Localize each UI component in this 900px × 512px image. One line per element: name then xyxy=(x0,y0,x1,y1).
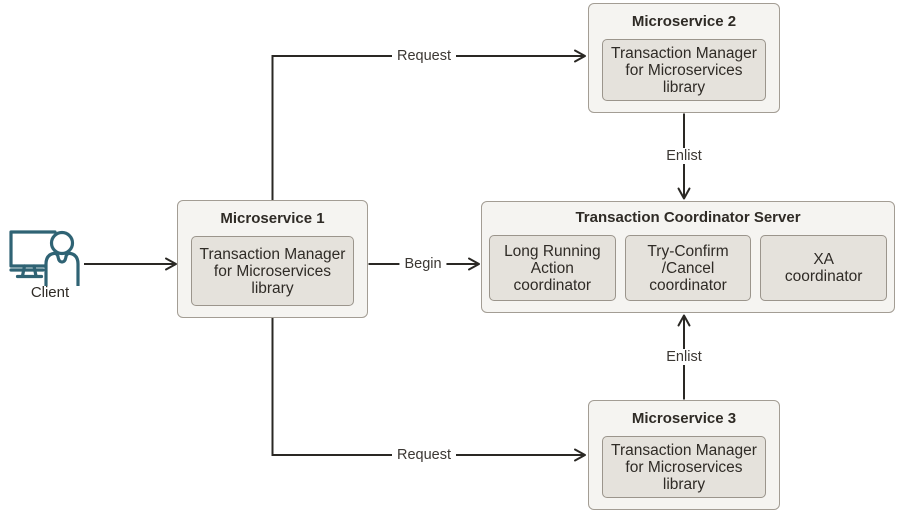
edge-request-bottom xyxy=(271,318,586,462)
node-title: Microservice 3 xyxy=(631,410,737,427)
node-microservice-2: Microservice 2 Transaction Manager for M… xyxy=(588,3,780,113)
client-figure: Client xyxy=(5,224,95,301)
component-xa-coordinator: XA coordinator xyxy=(760,235,888,301)
node-microservice-1: Microservice 1 Transaction Manager for M… xyxy=(177,200,368,318)
library-box: Transaction Manager for Microservices li… xyxy=(191,236,354,306)
library-box: Transaction Manager for Microservices li… xyxy=(602,39,766,101)
edge-label-enlist-bottom: Enlist xyxy=(661,349,707,365)
edge-label-begin: Begin xyxy=(399,256,447,272)
edge-label-request-top: Request xyxy=(391,48,457,64)
client-icon xyxy=(9,230,80,286)
coordinator-components-row: Long Running Action coordinator Try-Conf… xyxy=(482,227,894,312)
component-try-confirm-cancel-coordinator: Try-Confirm /Cancel coordinator xyxy=(624,235,752,301)
node-title: Transaction Coordinator Server xyxy=(575,209,801,226)
client-label: Client xyxy=(30,284,70,301)
node-title: Microservice 1 xyxy=(220,210,325,227)
library-box: Transaction Manager for Microservices li… xyxy=(602,436,766,498)
edge-label-request-bottom: Request xyxy=(391,447,457,463)
edge-request-top xyxy=(271,49,586,200)
component-long-running-action-coordinator: Long Running Action coordinator xyxy=(489,235,616,301)
edge-label-enlist-top: Enlist xyxy=(661,148,707,164)
node-title: Microservice 2 xyxy=(631,13,737,30)
node-transaction-coordinator-server: Transaction Coordinator Server Long Runn… xyxy=(481,201,895,313)
node-microservice-3: Microservice 3 Transaction Manager for M… xyxy=(588,400,780,510)
